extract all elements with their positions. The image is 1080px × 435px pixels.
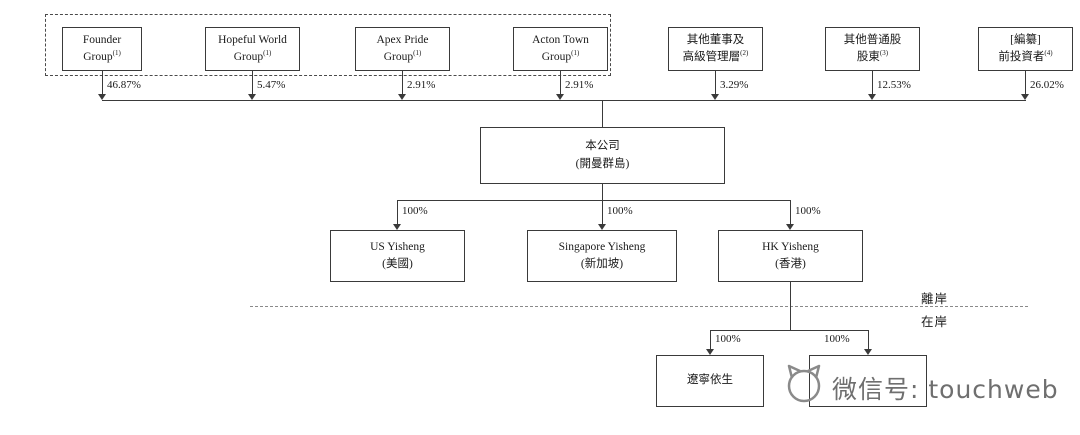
shareholder-box-apex-pride: Apex Pride Group(1): [355, 27, 450, 71]
connector-line: [1025, 71, 1026, 95]
shareholder-box-directors-management: 其他董事及 高級管理層(2): [668, 27, 763, 71]
ownership-pct-founder: 46.87%: [107, 79, 141, 91]
connector-line: [715, 71, 716, 95]
arrowhead-down: [398, 94, 406, 100]
arrowhead-down: [786, 224, 794, 230]
child-box-obscured: [809, 355, 927, 407]
subsidiary-box-hk-yisheng: HK Yisheng (香港): [718, 230, 863, 282]
connector-line: [602, 100, 603, 127]
shareholder-label: 其他董事及 高級管理層(2): [682, 33, 749, 63]
connector-line: [560, 71, 561, 95]
arrowhead-down: [706, 349, 714, 355]
shareholder-box-pre-investors: [編纂] 前投資者(4): [978, 27, 1073, 71]
shareholder-box-acton-town: Acton Town Group(1): [513, 27, 608, 71]
shareholder-label: [編纂] 前投資者(4): [998, 33, 1053, 63]
ownership-pct-liaoning: 100%: [715, 333, 741, 345]
subsidiary-label: HK Yisheng (香港): [762, 240, 819, 270]
child-label: 遼寧依生: [687, 374, 733, 387]
child-box-liaoning-yisheng: 遼寧依生: [656, 355, 764, 407]
connector-line: [252, 71, 253, 95]
subsidiary-box-us-yisheng: US Yisheng (美國): [330, 230, 465, 282]
arrowhead-down: [393, 224, 401, 230]
connector-line: [102, 71, 103, 95]
arrowhead-down: [556, 94, 564, 100]
ownership-pct-us: 100%: [402, 205, 428, 217]
shareholder-box-hopeful-world: Hopeful World Group(1): [205, 27, 300, 71]
ownership-pct-apex-pride: 2.91%: [407, 79, 436, 91]
shareholder-label: Founder Group(1): [82, 33, 122, 63]
subsidiary-label: US Yisheng (美國): [370, 240, 425, 270]
offshore-label: 離岸: [921, 292, 949, 306]
shareholder-box-founder: Founder Group(1): [62, 27, 142, 71]
dashed-group-outline: [45, 14, 611, 76]
connector-line: [790, 282, 791, 330]
connector-line: [790, 200, 791, 225]
watermark-logo-icon: [782, 362, 826, 406]
connector-line: [102, 100, 1026, 101]
subsidiary-box-singapore-yisheng: Singapore Yisheng (新加坡): [527, 230, 677, 282]
shareholder-label: Acton Town Group(1): [532, 33, 589, 63]
arrowhead-down: [864, 349, 872, 355]
shareholder-label: Apex Pride Group(1): [376, 33, 429, 63]
connector-line: [397, 200, 791, 201]
connector-line: [872, 71, 873, 95]
watermark-text: 微信号: touchweb: [832, 375, 1059, 404]
company-label: 本公司 (開曼群島): [575, 140, 630, 170]
ownership-pct-directors-management: 3.29%: [720, 79, 749, 91]
arrowhead-down: [598, 224, 606, 230]
connector-line: [710, 330, 868, 331]
arrowhead-down: [1021, 94, 1029, 100]
ownership-pct-other-shareholders: 12.53%: [877, 79, 911, 91]
shareholder-label: Hopeful World Group(1): [218, 33, 287, 63]
ownership-pct-singapore: 100%: [607, 205, 633, 217]
onshore-label: 在岸: [921, 315, 949, 329]
arrowhead-down: [711, 94, 719, 100]
connector-line: [602, 184, 603, 200]
connector-line: [397, 200, 398, 225]
company-box: 本公司 (開曼群島): [480, 127, 725, 184]
arrowhead-down: [98, 94, 106, 100]
arrowhead-down: [868, 94, 876, 100]
ownership-pct-acton-town: 2.91%: [565, 79, 594, 91]
subsidiary-label: Singapore Yisheng (新加坡): [558, 240, 646, 270]
connector-line: [602, 200, 603, 225]
arrowhead-down: [248, 94, 256, 100]
offshore-onshore-divider: [250, 306, 1028, 307]
ownership-pct-hopeful-world: 5.47%: [257, 79, 286, 91]
connector-line: [710, 330, 711, 349]
connector-line: [402, 71, 403, 95]
ownership-pct-hk: 100%: [795, 205, 821, 217]
ownership-pct-child-2: 100%: [824, 333, 850, 345]
connector-line: [868, 330, 869, 349]
shareholder-box-other-ordinary-shareholders: 其他普通股 股東(3): [825, 27, 920, 71]
shareholder-label: 其他普通股 股東(3): [843, 33, 902, 63]
ownership-pct-pre-investors: 26.02%: [1030, 79, 1064, 91]
